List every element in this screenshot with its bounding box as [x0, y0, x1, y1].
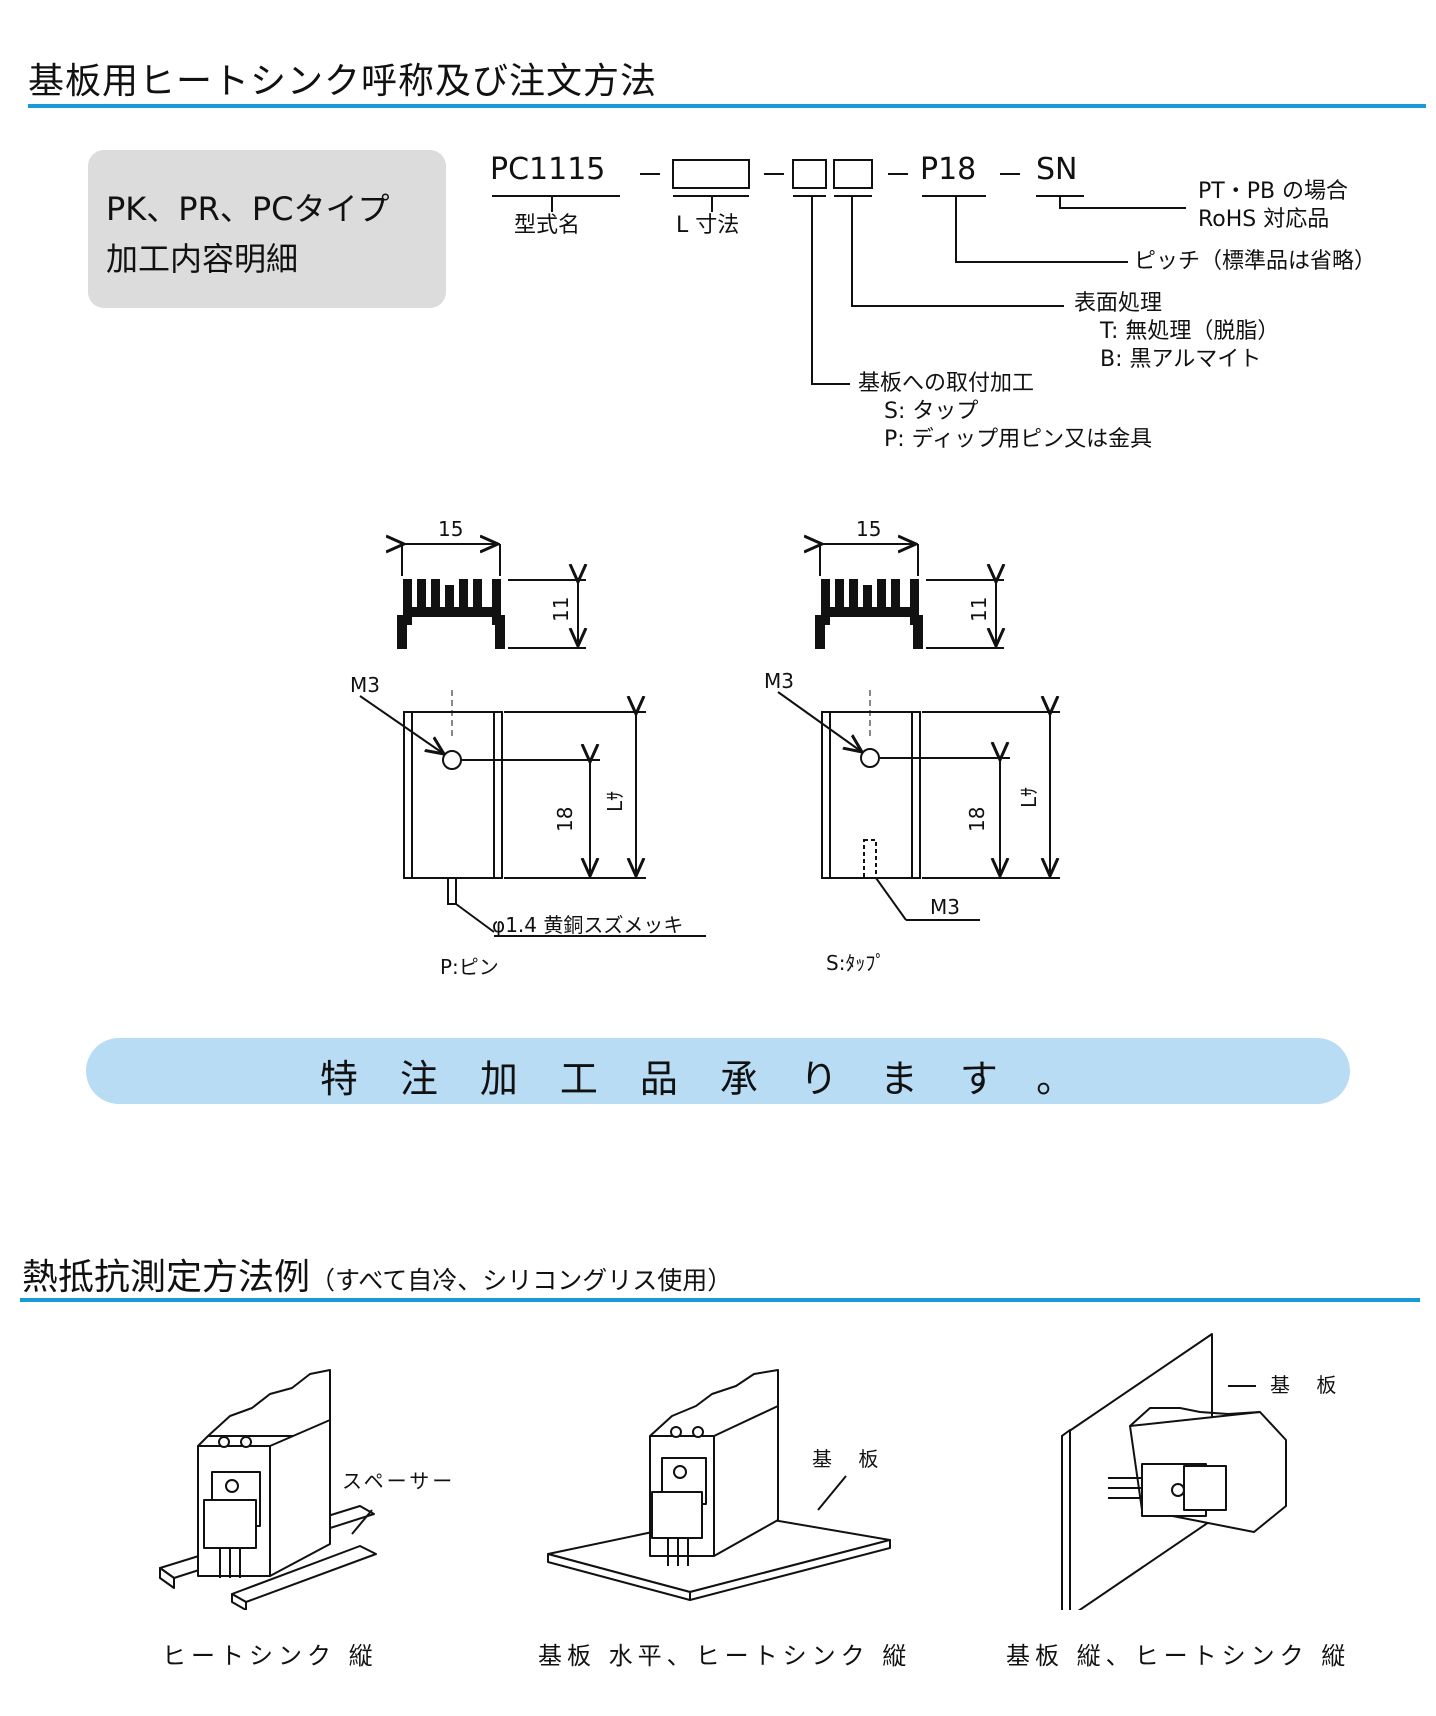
note-sn-line2: RoHS 対応品: [1198, 207, 1330, 232]
model-code: PC1115: [490, 152, 606, 187]
custom-order-banner: 特注加工品承ります。: [86, 1038, 1350, 1104]
heatsink-drawings: 15 15 11 11 M3 M3 18 18 Lｻ Lｻ φ1.4 黄銅スズメ…: [350, 517, 1060, 979]
thermal-title: 熱抵抗測定方法例: [22, 1257, 311, 1298]
note-surface-b: B: 黒アルマイト: [1100, 347, 1262, 372]
fin-profile-right: [815, 579, 923, 649]
drawing-right: [777, 544, 1060, 921]
type-box-line2: 加工内容明細: [106, 240, 299, 278]
length-box: [672, 159, 750, 189]
dim-width-left: 15: [438, 517, 463, 541]
note-pitch: ピッチ（標準品は省略）: [1134, 249, 1377, 274]
fig1-heatsink-vertical: [159, 1369, 377, 1610]
type-box-line1: PK、PR、PCタイプ: [106, 190, 390, 228]
section-title-thermal: 熱抵抗測定方法例（すべて自冷、シリコングリス使用）: [22, 1248, 732, 1300]
label-spacer: スペーサー: [342, 1469, 455, 1493]
label-length: L 寸法: [676, 213, 740, 238]
pin-note: φ1.4 黄銅スズメッキ: [492, 913, 683, 937]
thermal-underline: [20, 1298, 1420, 1302]
dim-height-right: 11: [967, 597, 991, 622]
tap-label: M3: [930, 895, 960, 919]
front-view-right: [821, 711, 921, 879]
dim-pitch-right: 18: [965, 807, 989, 832]
caption-fig2: 基板 水平、ヒートシンク 縦: [538, 1642, 912, 1670]
ordering-code-diagram: [492, 159, 1186, 385]
caption-fig3: 基板 縦、ヒートシンク 縦: [1006, 1642, 1351, 1670]
note-surface-title: 表面処理: [1074, 291, 1163, 316]
drawing-left: [359, 544, 706, 937]
note-mount-title: 基板への取付加工: [858, 371, 1035, 396]
fig2-board-horizontal: [547, 1369, 891, 1601]
surface-box: [833, 159, 873, 189]
caption-tap: S:ﾀｯﾌﾟ: [826, 951, 885, 975]
fig3-board-vertical: [1061, 1333, 1287, 1610]
note-surface-t: T: 無処理（脱脂）: [1100, 319, 1280, 344]
mount-box: [792, 159, 827, 189]
dim-length-left: Lｻ: [603, 791, 627, 812]
note-mount-p: P: ディップ用ピン又は金具: [884, 427, 1153, 452]
title-underline: [28, 104, 1426, 108]
measurement-illustrations: スペーサー 基 板 基 板: [159, 1333, 1346, 1610]
dim-pitch-left: 18: [553, 807, 577, 832]
banner-text: 特注加工品承ります。: [319, 1057, 1117, 1101]
dim-length-right: Lｻ: [1017, 787, 1041, 808]
note-sn-line1: PT・PB の場合: [1198, 179, 1349, 204]
label-board-horizontal: 基 板: [812, 1447, 888, 1471]
type-box: PK、PR、PCタイプ 加工内容明細: [88, 150, 446, 308]
note-mount-s: S: タップ: [884, 399, 979, 424]
label-board-vertical: 基 板: [1270, 1373, 1346, 1397]
screw-left: M3: [350, 673, 380, 697]
thermal-subtitle: （すべて自冷、シリコングリス使用）: [310, 1266, 733, 1295]
dim-width-right: 15: [856, 517, 881, 541]
section-title-ordering: 基板用ヒートシンク呼称及び注文方法: [28, 61, 658, 102]
screw-right: M3: [764, 669, 794, 693]
caption-pin: P:ピン: [440, 955, 499, 979]
label-model: 型式名: [514, 213, 581, 238]
caption-fig1: ヒートシンク 縦: [162, 1642, 378, 1670]
pitch-code: P18: [920, 152, 977, 187]
dim-height-left: 11: [549, 597, 573, 622]
fin-profile-left: [397, 579, 505, 649]
suffix-code: SN: [1036, 152, 1078, 187]
